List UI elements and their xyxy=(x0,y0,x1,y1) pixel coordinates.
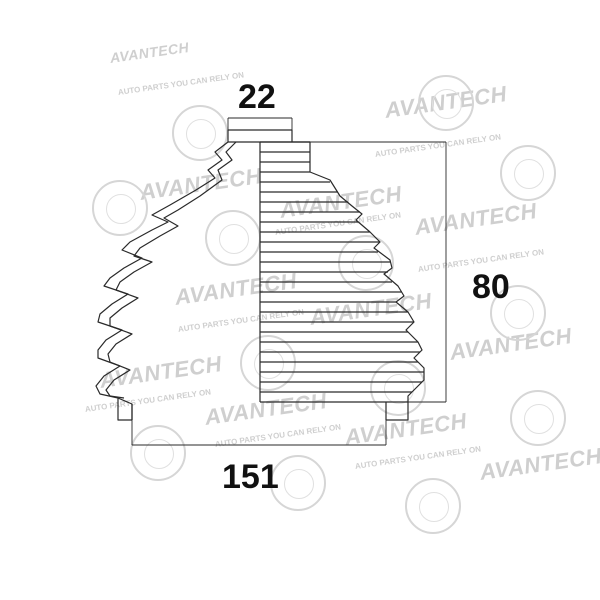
genuine-quality-seal xyxy=(370,360,426,416)
dimension-height-lines xyxy=(310,141,447,403)
boot-base-flange xyxy=(117,397,133,420)
boot-outer-profile xyxy=(95,141,229,421)
boot-inner-profile xyxy=(105,141,237,399)
genuine-quality-seal xyxy=(92,180,148,236)
genuine-quality-seal xyxy=(270,455,326,511)
genuine-quality-seal xyxy=(405,478,461,534)
genuine-quality-seal xyxy=(338,235,394,291)
boot-top-collar xyxy=(227,129,293,142)
dimension-width-lines xyxy=(131,420,387,446)
genuine-quality-seal xyxy=(418,75,474,131)
genuine-quality-seal xyxy=(130,425,186,481)
genuine-quality-seal xyxy=(500,145,556,201)
dimension-bottom-label: 151 xyxy=(222,458,279,496)
boot-base-ring xyxy=(131,402,409,421)
dimension-right-label: 80 xyxy=(472,268,510,306)
dimension-top-lines xyxy=(227,117,293,130)
genuine-quality-seal xyxy=(240,335,296,391)
genuine-quality-seal xyxy=(510,390,566,446)
genuine-quality-seal xyxy=(172,105,228,161)
genuine-quality-seal xyxy=(490,285,546,341)
dimension-top-label: 22 xyxy=(238,78,276,116)
section-ribs xyxy=(260,151,424,393)
